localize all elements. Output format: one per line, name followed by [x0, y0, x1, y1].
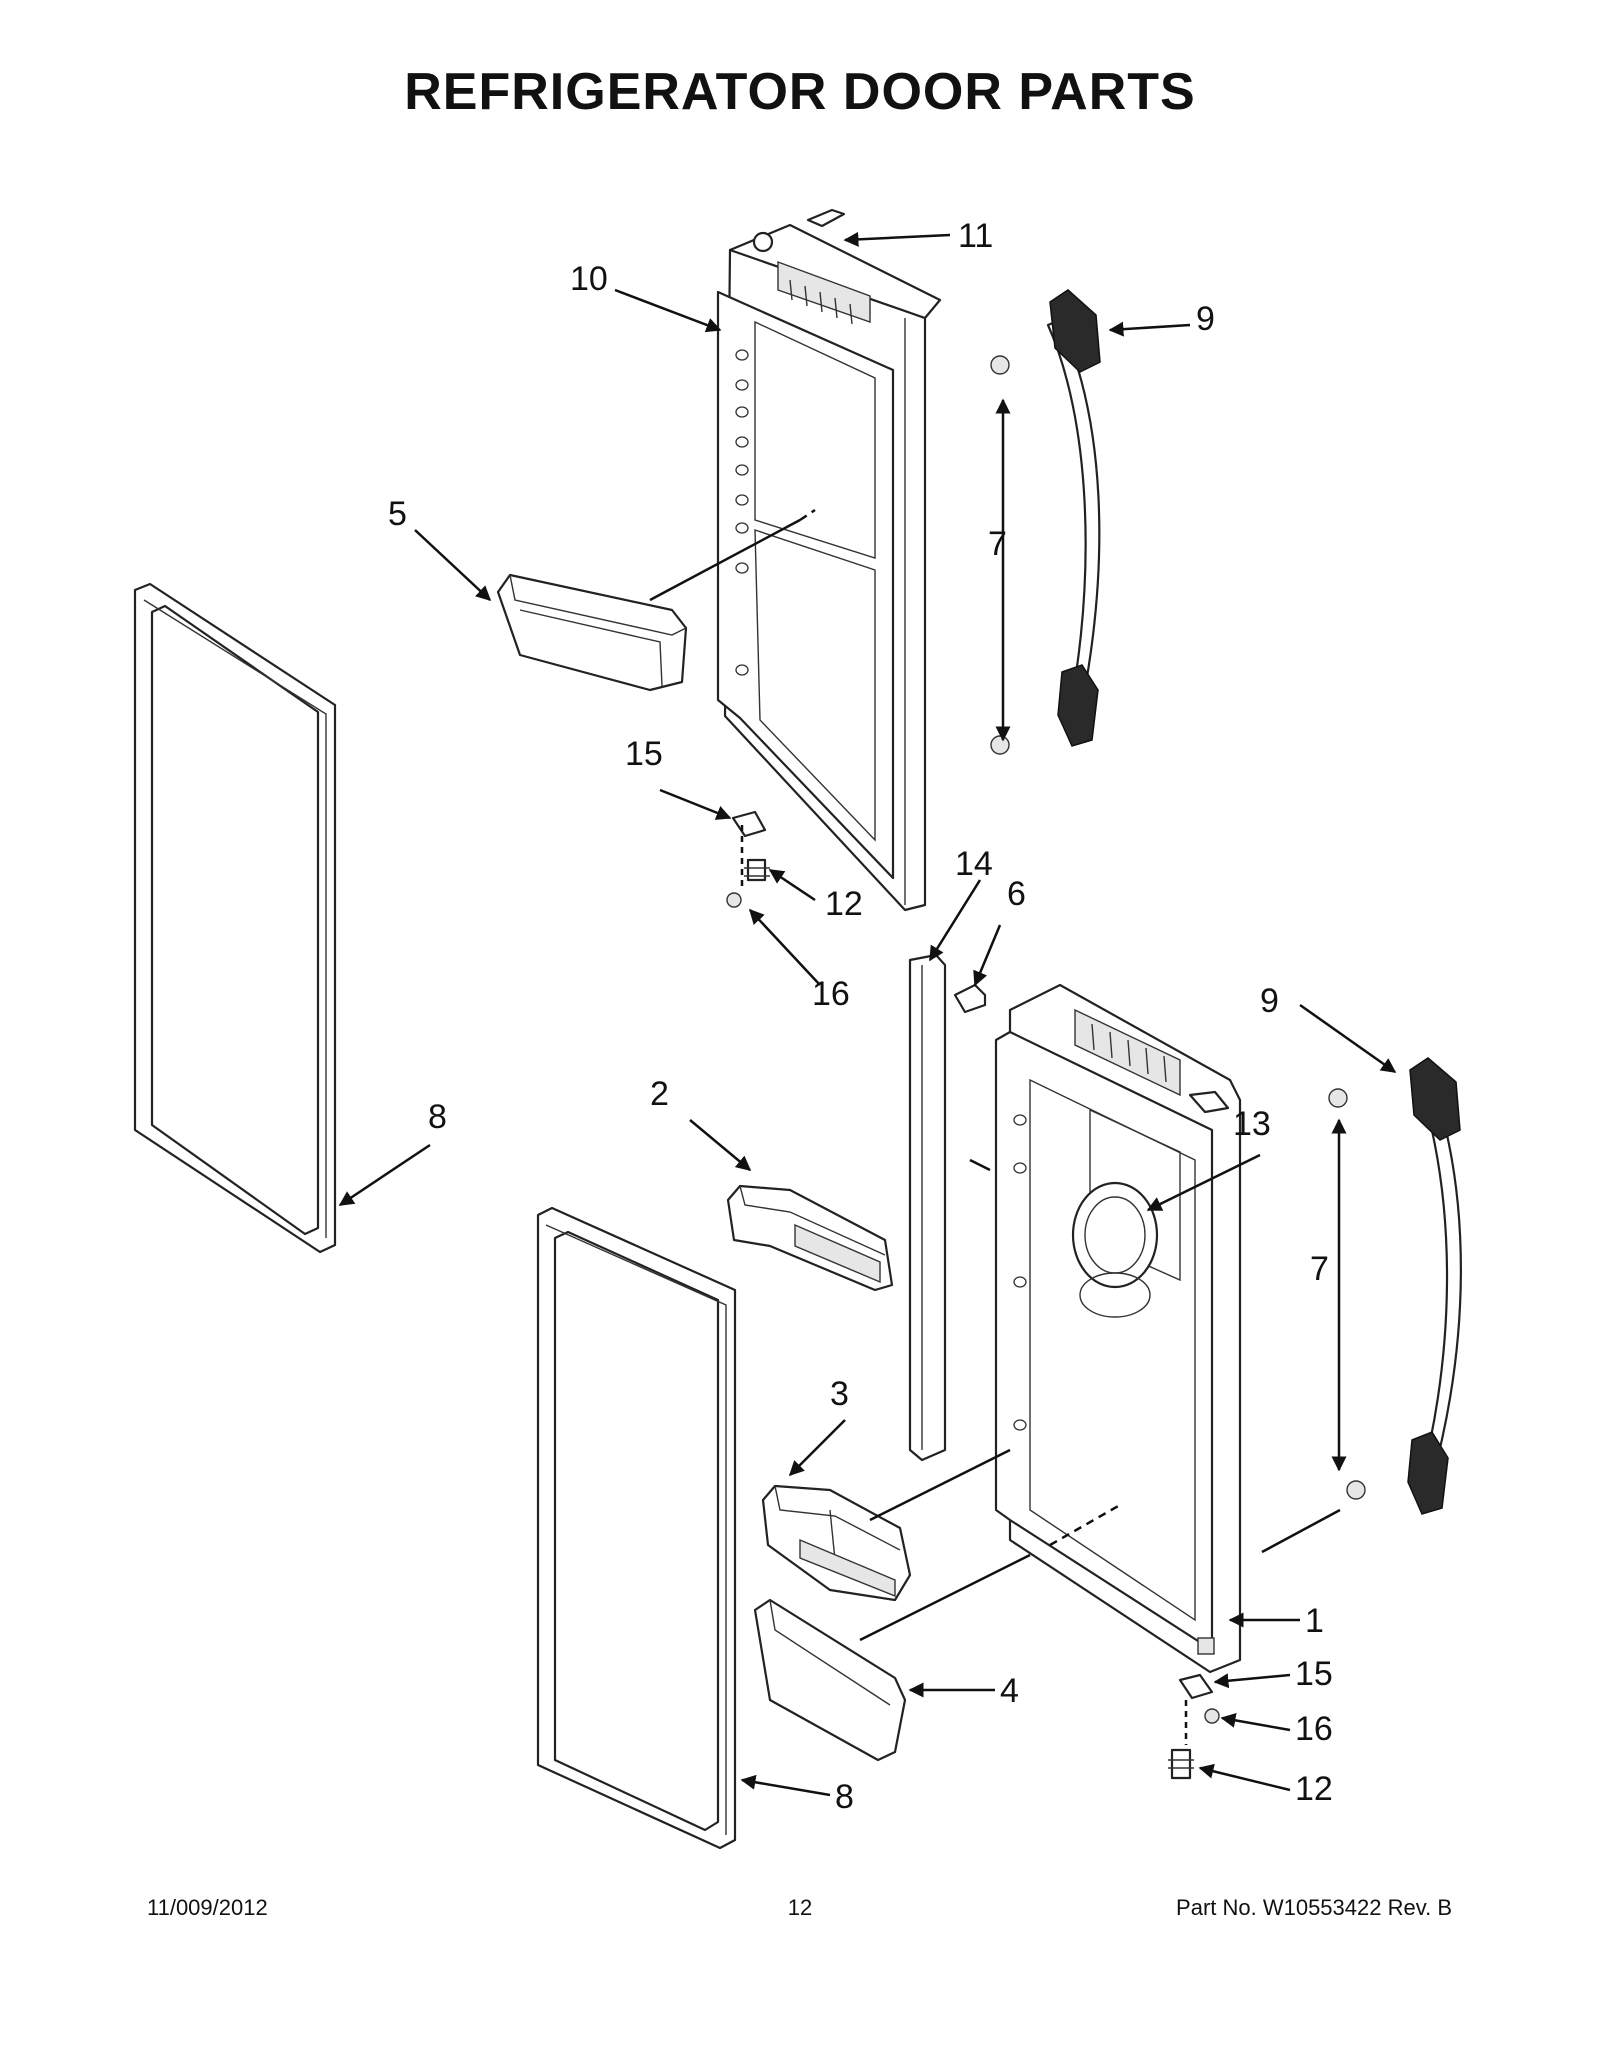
leader-lines — [338, 231, 1397, 1797]
callout-8-upper: 8 — [428, 1098, 447, 1136]
footer-date: 11/009/2012 — [147, 1895, 268, 1920]
callout-8-lower: 8 — [835, 1778, 854, 1816]
page-title: REFRIGERATOR DOOR PARTS — [404, 63, 1196, 121]
center-mullion — [908, 953, 987, 1462]
callout-7-upper: 7 — [988, 525, 1007, 563]
upper-door-liner — [716, 223, 942, 912]
door-gasket-upper — [133, 582, 337, 1254]
callout-7-lower: 7 — [1310, 1250, 1329, 1288]
upper-door-handle — [990, 289, 1101, 755]
callout-14: 14 — [955, 845, 993, 883]
callout-1: 1 — [1305, 1602, 1324, 1640]
lower-door-handle — [1328, 1057, 1462, 1515]
callout-12-upper: 12 — [825, 885, 863, 923]
upper-hinge-hardware — [726, 810, 770, 908]
callout-9-upper: 9 — [1196, 300, 1215, 338]
door-gasket-lower — [536, 1206, 737, 1850]
hinge-cap — [806, 208, 846, 228]
callout-13: 13 — [1233, 1105, 1271, 1143]
lower-door-liner — [994, 983, 1242, 1674]
callout-3: 3 — [830, 1375, 849, 1413]
callout-2: 2 — [650, 1075, 669, 1113]
door-bin-3 — [761, 1484, 912, 1602]
callout-6: 6 — [1007, 875, 1026, 913]
callout-12-lower: 12 — [1295, 1770, 1333, 1808]
callout-15-lower: 15 — [1295, 1655, 1333, 1693]
callout-9-lower: 9 — [1260, 982, 1279, 1020]
footer-part-number: Part No. W10553422 Rev. B — [1176, 1895, 1452, 1920]
footer-page-number: 12 — [787, 1895, 813, 1920]
callout-11: 11 — [958, 217, 993, 255]
door-bin-5 — [496, 573, 688, 692]
callout-4: 4 — [1000, 1672, 1019, 1710]
callout-16-upper: 16 — [812, 975, 850, 1013]
callout-16-lower: 16 — [1295, 1710, 1333, 1748]
lower-hinge-hardware — [1168, 1673, 1220, 1780]
callout-10: 10 — [570, 260, 608, 298]
callout-labels: 11 10 9 5 7 15 14 12 6 16 9 2 8 13 7 3 1… — [388, 217, 1333, 1816]
door-bin-4 — [753, 1598, 907, 1762]
callout-15-upper: 15 — [625, 735, 663, 773]
door-bin-2 — [726, 1184, 894, 1292]
callout-5: 5 — [388, 495, 407, 533]
